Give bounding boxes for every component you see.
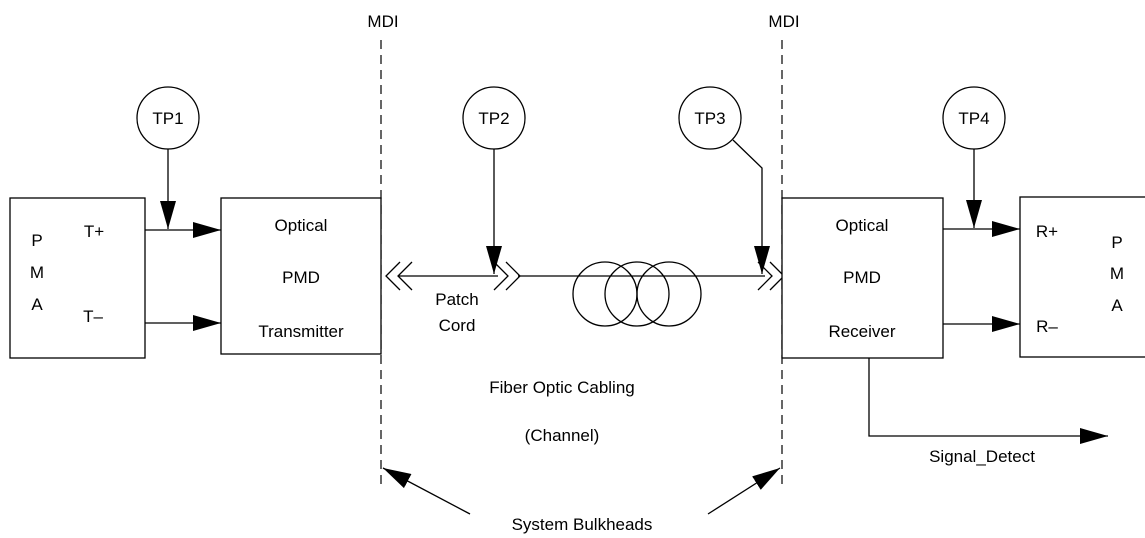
receiver-label-line1: Optical xyxy=(836,216,889,235)
t-minus-label: T– xyxy=(83,307,103,326)
signal-detect-arrow xyxy=(868,358,1108,444)
system-bulkheads-label: System Bulkheads xyxy=(512,515,653,534)
patch-cord-label-line1: Patch xyxy=(435,290,478,309)
cabling-label-line2: (Channel) xyxy=(525,426,600,445)
patch-cord-label-line2: Cord xyxy=(439,316,476,335)
t-plus-label: T+ xyxy=(84,222,104,241)
mdi-right-label: MDI xyxy=(768,12,799,31)
pma-right-letter-a: A xyxy=(1111,296,1123,315)
cabling-label-line1: Fiber Optic Cabling xyxy=(489,378,635,397)
pma-left-box xyxy=(9,197,146,359)
tp3-label: TP3 xyxy=(694,109,725,128)
fiber-coil-3 xyxy=(636,261,702,327)
tp4-label: TP4 xyxy=(958,109,989,128)
signal-detect-label: Signal_Detect xyxy=(929,447,1035,466)
tp1-label: TP1 xyxy=(152,109,183,128)
bulkhead-arrow-right xyxy=(707,467,781,515)
pma-left-letter-m: M xyxy=(30,263,44,282)
pma-right-box xyxy=(1019,196,1145,358)
optical-pmd-transmitter-box xyxy=(220,197,382,355)
mdi-left-label: MDI xyxy=(367,12,398,31)
tp3-probe-arrow xyxy=(732,139,770,274)
tp3-circle xyxy=(678,86,742,150)
bulkhead-arrow-left xyxy=(382,467,471,515)
pma-right-letter-m: M xyxy=(1110,264,1124,283)
transmitter-label-line2: PMD xyxy=(282,268,320,287)
transmitter-label-line3: Transmitter xyxy=(258,322,344,341)
r-minus-label: R– xyxy=(1036,317,1058,336)
tp2-label: TP2 xyxy=(478,109,509,128)
receiver-label-line3: Receiver xyxy=(828,322,895,341)
transmitter-label-line1: Optical xyxy=(275,216,328,235)
pma-left-letter-p: P xyxy=(31,231,42,250)
fiber-coil-2 xyxy=(604,261,670,327)
pma-left-letter-a: A xyxy=(31,295,43,314)
optical-pmd-receiver-box xyxy=(781,197,944,359)
r-plus-label: R+ xyxy=(1036,222,1058,241)
pma-right-letter-p: P xyxy=(1111,233,1122,252)
receiver-label-line2: PMD xyxy=(843,268,881,287)
